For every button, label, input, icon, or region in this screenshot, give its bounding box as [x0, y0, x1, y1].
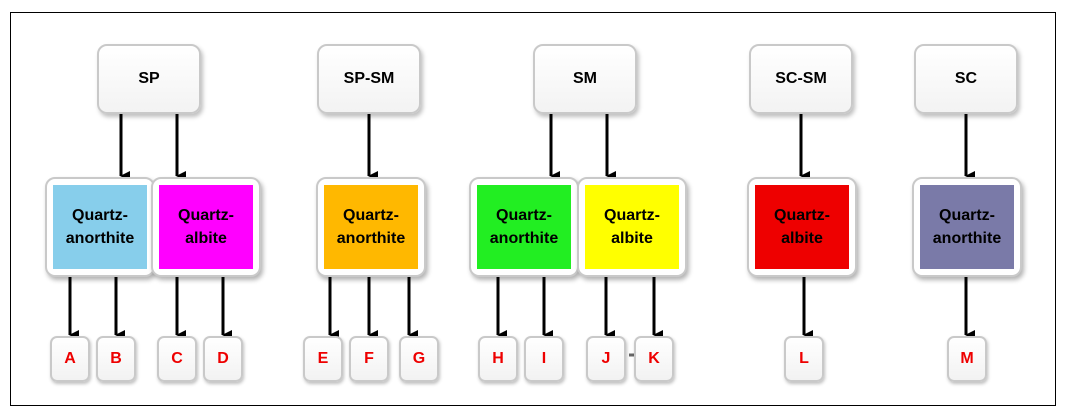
mineral-box: Quartz- anorthite: [45, 177, 155, 277]
sample-box-h: H: [478, 336, 518, 382]
mineral-fill: Quartz- albite: [755, 185, 849, 269]
sample-box-d: D: [203, 336, 243, 382]
sample-label: A: [64, 350, 76, 367]
mineral-label-line1: Quartz-: [178, 207, 234, 224]
mineral-label-line2: anorthite: [65, 230, 135, 247]
sample-label: L: [799, 350, 809, 367]
mineral-label-line2: anorthite: [489, 230, 559, 247]
sample-label: I: [541, 350, 547, 367]
sample-box-j: J: [586, 336, 626, 382]
sample-label: E: [317, 350, 329, 367]
sample-box-g: G: [399, 336, 439, 382]
mineral-label-line1: Quartz-: [774, 207, 830, 224]
category-box-sp: SP: [97, 44, 201, 114]
sample-label: C: [171, 350, 183, 367]
mineral-label-line2: anorthite: [336, 230, 406, 247]
sample-box-c: C: [157, 336, 197, 382]
category-label: SP-SM: [343, 70, 395, 87]
mineral-label-line1: Quartz-: [72, 207, 128, 224]
mineral-fill: Quartz- anorthite: [324, 185, 418, 269]
mineral-box: Quartz- albite: [151, 177, 261, 277]
sample-label: M: [960, 350, 974, 367]
sample-box-f: F: [349, 336, 389, 382]
category-box-sm: SM: [533, 44, 637, 114]
sample-label: F: [364, 350, 374, 367]
mineral-box: Quartz- anorthite: [912, 177, 1022, 277]
sample-label: K: [648, 350, 660, 367]
category-label: SM: [573, 70, 597, 87]
sample-label: H: [492, 350, 504, 367]
sample-box-a: A: [50, 336, 90, 382]
mineral-label-line1: Quartz-: [604, 207, 660, 224]
mineral-label-line1: Quartz-: [343, 207, 399, 224]
category-label: SP: [138, 70, 160, 87]
mineral-box: Quartz- albite: [747, 177, 857, 277]
sample-label: B: [110, 350, 122, 367]
mineral-label-line1: Quartz-: [496, 207, 552, 224]
sample-box-m: M: [947, 336, 987, 382]
mineral-fill: Quartz- albite: [159, 185, 253, 269]
sample-box-i: I: [524, 336, 564, 382]
mineral-label-line2: albite: [781, 230, 823, 247]
mineral-label-line2: albite: [185, 230, 227, 247]
category-box-sc-sm: SC-SM: [749, 44, 853, 114]
mineral-label-line2: anorthite: [932, 230, 1002, 247]
sample-box-l: L: [784, 336, 824, 382]
sample-box-k: K: [634, 336, 674, 382]
sample-label: J: [601, 350, 611, 367]
mineral-label-line1: Quartz-: [939, 207, 995, 224]
sample-label: G: [412, 350, 426, 367]
mineral-box: Quartz- albite: [577, 177, 687, 277]
mineral-box: Quartz- anorthite: [469, 177, 579, 277]
category-label: SC-SM: [775, 70, 827, 87]
sample-box-e: E: [303, 336, 343, 382]
category-box-sc: SC: [914, 44, 1018, 114]
category-label: SC: [954, 70, 978, 87]
mineral-fill: Quartz- albite: [585, 185, 679, 269]
mineral-box: Quartz- anorthite: [316, 177, 426, 277]
mineral-fill: Quartz- anorthite: [477, 185, 571, 269]
sample-label: D: [217, 350, 229, 367]
mineral-fill: Quartz- anorthite: [53, 185, 147, 269]
mineral-label-line2: albite: [611, 230, 653, 247]
category-box-sp-sm: SP-SM: [317, 44, 421, 114]
mineral-fill: Quartz- anorthite: [920, 185, 1014, 269]
sample-box-b: B: [96, 336, 136, 382]
